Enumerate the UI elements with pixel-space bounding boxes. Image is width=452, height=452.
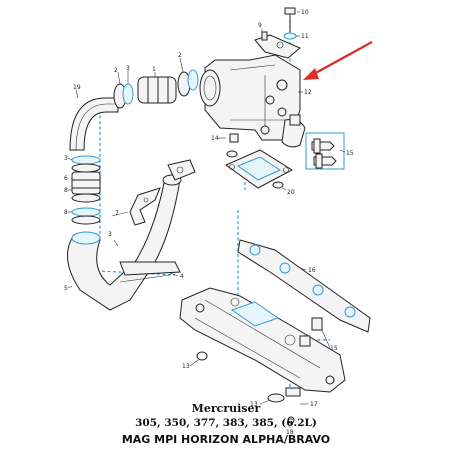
highlight-arrow (303, 40, 373, 80)
plug-14 (229, 133, 239, 143)
bolt-and-bracket (254, 7, 301, 59)
callout-14: 14 (211, 135, 219, 142)
exhaust-riser (199, 54, 306, 148)
manifold-fittings (196, 317, 323, 424)
callout-3a: 3 (126, 65, 130, 72)
callout-10: 10 (301, 9, 309, 16)
pipe-flange (167, 159, 196, 181)
callout-11: 11 (301, 33, 309, 40)
callout-6: 6 (64, 175, 68, 182)
callout-8a: 8 (64, 187, 68, 194)
callout-5: 5 (64, 285, 68, 292)
callout-2b: 2 (178, 52, 182, 59)
callout-18: 18 (286, 429, 294, 436)
manifold-gasket-16 (237, 239, 371, 333)
callout-15b: 15 (330, 345, 338, 352)
callout-4: 4 (180, 273, 184, 280)
callout-16: 16 (308, 267, 316, 274)
callout-19: 19 (73, 84, 81, 91)
callout-8b: 8 (64, 209, 68, 216)
left-clamps (71, 155, 101, 225)
caption-engines: 305, 350, 377, 383, 385, (6.2L) (135, 417, 317, 429)
callout-17: 17 (310, 401, 318, 408)
gasket-20 (224, 149, 294, 189)
callout-12: 12 (304, 89, 312, 96)
callout-15: 15 (346, 150, 354, 157)
callout-13b: 13 (182, 363, 190, 370)
caption-models: MAG MPI HORIZON ALPHA/BRAVO (121, 433, 331, 446)
callout-1: 1 (152, 66, 156, 73)
callout-2a: 2 (114, 67, 118, 74)
callout-9: 9 (258, 22, 262, 29)
callout-3b: 3 (64, 155, 68, 162)
callout-20: 20 (287, 189, 295, 196)
callout-3c: 3 (108, 231, 112, 238)
fittings-15 (305, 132, 345, 170)
exhaust-manifold (179, 287, 346, 393)
callout-7: 7 (115, 210, 119, 217)
leader-lines (67, 11, 346, 428)
callout-13: 13 (250, 401, 258, 408)
top-hose-clamps (113, 69, 199, 109)
callout-labels: 10 9 11 12 14 15 20 19 2 3 1 2 3 6 8 8 7… (64, 9, 354, 436)
exhaust-elbow-upper (69, 97, 119, 151)
fitting-12 (289, 114, 301, 126)
caption-brand: Mercruiser (191, 402, 261, 415)
bracket-7 (129, 187, 161, 226)
